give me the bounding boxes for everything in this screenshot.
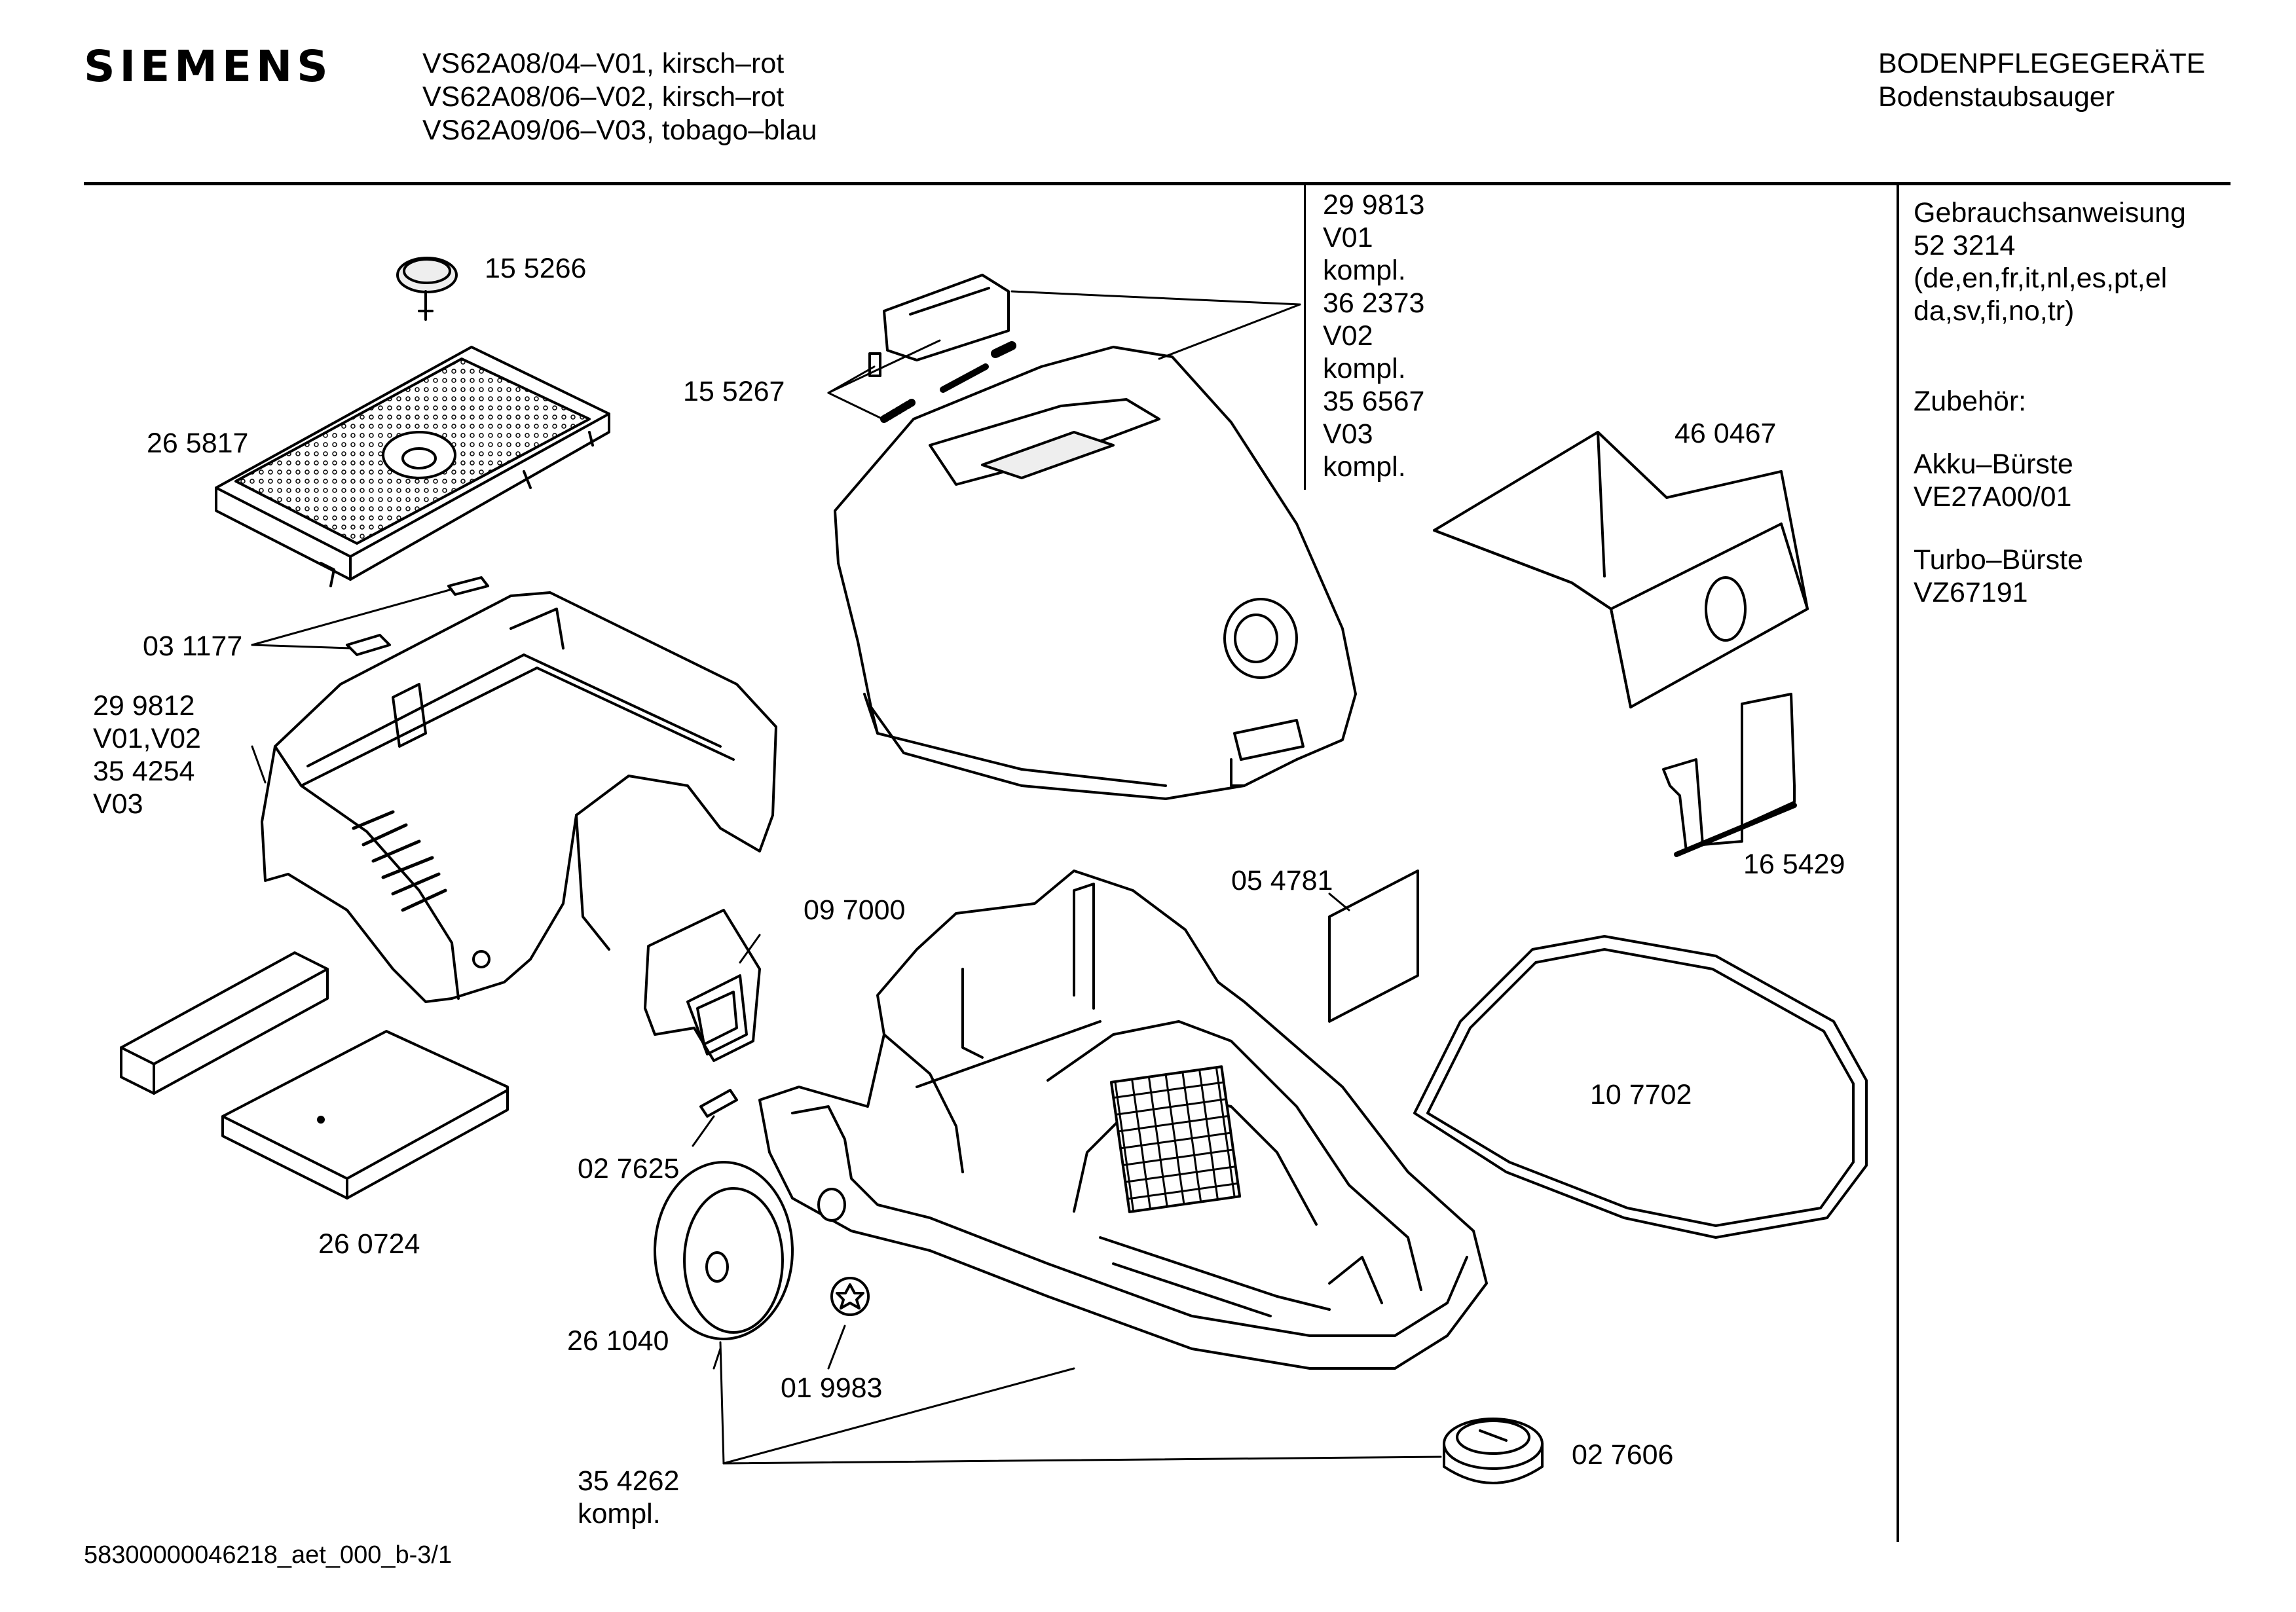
chassis-part (758, 870, 1488, 1370)
accessories-title: Zubehör: (1914, 386, 2027, 417)
document-id: 58300000046218_aet_000_b-3/1 (84, 1541, 453, 1569)
button-parts (868, 274, 1016, 423)
housing-part: 35 6567 (1323, 386, 1425, 417)
part-label: 46 0467 (1675, 418, 1777, 449)
leader-lines (251, 290, 1442, 1465)
housing-part: V01 (1323, 222, 1373, 253)
bag-holder-part (1662, 693, 1797, 857)
housing-part: 29 9813 (1323, 189, 1425, 221)
housing-part: 36 2373 (1323, 287, 1425, 319)
part-label: 26 1040 (567, 1325, 669, 1357)
manual-title: Gebrauchsanweisung (1914, 197, 2186, 229)
sidebar-divider (1897, 185, 1899, 1542)
part-label: 26 0724 (318, 1228, 420, 1260)
part-label: 35 4262 (578, 1465, 680, 1497)
model-line: VS62A08/04–V01, kirsch–rot (422, 48, 785, 79)
housing-cover-part (834, 346, 1357, 800)
siemens-logo: SIEMENS (84, 41, 333, 92)
part-label: 15 5267 (683, 376, 785, 407)
model-line: VS62A09/06–V03, tobago–blau (422, 115, 817, 146)
part-label-group: 35 4262 kompl. (578, 1465, 679, 1530)
housing-divider (1304, 185, 1306, 490)
housing-part: V02 (1323, 320, 1373, 352)
model-line: VS62A08/06–V02, kirsch–rot (422, 81, 785, 113)
accessory-code: VE27A00/01 (1914, 481, 2072, 513)
part-label: 05 4781 (1231, 865, 1333, 896)
manual-languages: (de,en,fr,it,nl,es,pt,el (1914, 263, 2168, 294)
accessory-code: VZ67191 (1914, 577, 2028, 608)
part-label: 35 4254 (93, 756, 195, 787)
dust-bag-part (1433, 431, 1809, 708)
category-subtitle: Bodenstaubsauger (1878, 81, 2115, 113)
part-label: V03 (93, 788, 143, 820)
accessory-name: Turbo–Bürste (1914, 544, 2083, 576)
filter-pad-part (1328, 870, 1419, 1023)
part-label: 15 5266 (485, 253, 587, 284)
filter-plate-part (221, 1030, 509, 1200)
header-rule (84, 182, 2231, 185)
foam-filter-part (120, 951, 329, 1095)
housing-part: kompl. (1323, 255, 1406, 286)
manual-number: 52 3214 (1914, 230, 2016, 261)
part-label: 26 5817 (147, 428, 249, 459)
axle-pin-part (699, 1089, 738, 1118)
model-list: VS62A08/04–V01, kirsch–rot VS62A08/06–V0… (422, 47, 817, 147)
bag-seal-part (1413, 935, 1868, 1239)
part-label: 10 7702 (1590, 1079, 1692, 1110)
part-label: 02 7625 (578, 1153, 680, 1184)
part-label: kompl. (578, 1498, 661, 1530)
part-label: 09 7000 (804, 894, 906, 926)
clip-part (346, 576, 489, 656)
part-label: 29 9812 (93, 690, 195, 722)
sidebar: Gebrauchsanweisung 52 3214 (de,en,fr,it,… (1914, 196, 2186, 609)
filter-cover-part (215, 346, 610, 587)
housing-part: V03 (1323, 418, 1373, 450)
motor-suspension-part (644, 909, 761, 1062)
front-caster-part (1443, 1418, 1544, 1484)
manual-languages: da,sv,fi,no,tr) (1914, 295, 2075, 327)
part-label: 02 7606 (1572, 1439, 1674, 1471)
housing-part: kompl. (1323, 451, 1406, 483)
housing-part-list: 29 9813 V01 kompl. 36 2373 V02 kompl. 35… (1323, 189, 1424, 483)
star-clip-part (830, 1277, 870, 1316)
housing-part: kompl. (1323, 353, 1406, 384)
category-title: BODENPFLEGEGERÄTE (1878, 48, 2206, 79)
motor-housing-part (261, 591, 777, 1003)
part-label: 01 9983 (781, 1372, 883, 1404)
part-label-group: 29 9812 V01,V02 35 4254 V03 (93, 689, 201, 820)
accessory-name: Akku–Bürste (1914, 449, 2073, 480)
part-label: V01,V02 (93, 723, 201, 754)
part-label: 16 5429 (1743, 849, 1845, 880)
category-block: BODENPFLEGEGERÄTE Bodenstaubsauger (1878, 47, 2205, 114)
filter-knob-part (396, 257, 458, 321)
rear-wheel-part (654, 1161, 794, 1340)
part-label: 03 1177 (143, 631, 243, 662)
